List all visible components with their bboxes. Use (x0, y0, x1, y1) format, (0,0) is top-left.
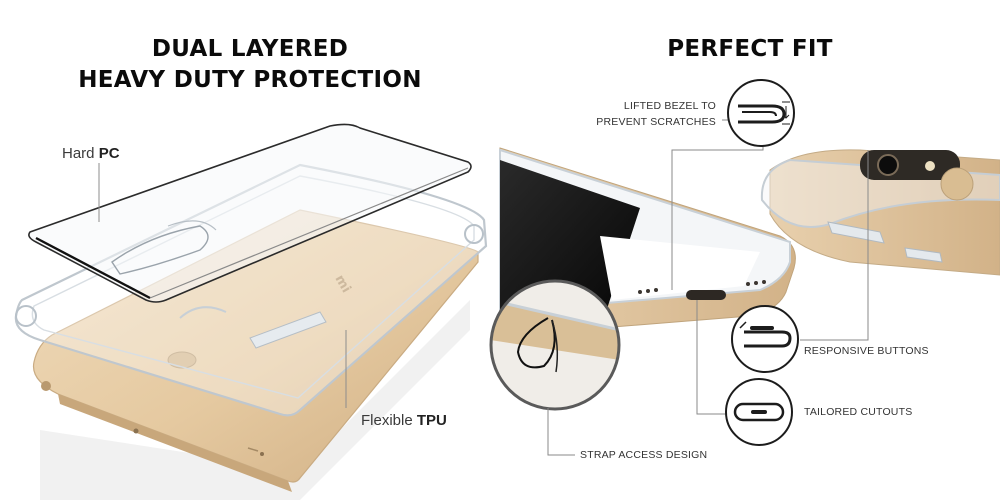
left-title: DUAL LAYERED HEAVY DUTY PROTECTION (0, 34, 500, 96)
title-line-1: DUAL LAYERED (151, 36, 349, 62)
responsive-button-icon (731, 305, 799, 373)
hard-pc-strong: PC (98, 145, 120, 162)
flexible-tpu-label: Flexible TPU (361, 412, 447, 429)
responsive-buttons-label: RESPONSIVE BUTTONS (804, 345, 929, 357)
lifted-bezel-line-2: PREVENT SCRATCHES (596, 116, 716, 128)
phone-back-closeup (760, 149, 1000, 276)
flexible-tpu-strong: TPU (416, 412, 447, 429)
tailored-cutout-icon (725, 378, 793, 446)
lifted-bezel-label: LIFTED BEZEL TO PREVENT SCRATCHES (590, 98, 716, 130)
strap-access-label: STRAP ACCESS DESIGN (580, 449, 708, 461)
tailored-cutouts-label: TAILORED CUTOUTS (804, 406, 913, 418)
title-line-2: HEAVY DUTY PROTECTION (78, 67, 422, 93)
phone-shadow (40, 300, 470, 500)
strap-magnifier (489, 279, 621, 411)
lifted-bezel-icon (727, 79, 795, 147)
flexible-tpu-prefix: Flexible (361, 412, 413, 429)
pc-shell (28, 123, 472, 303)
lifted-bezel-line-1: LIFTED BEZEL TO (623, 100, 716, 112)
hard-pc-prefix: Hard (62, 145, 95, 162)
port-cutouts (638, 280, 766, 300)
hard-pc-label: Hard PC (62, 145, 120, 162)
right-title: PERFECT FIT (667, 36, 833, 62)
